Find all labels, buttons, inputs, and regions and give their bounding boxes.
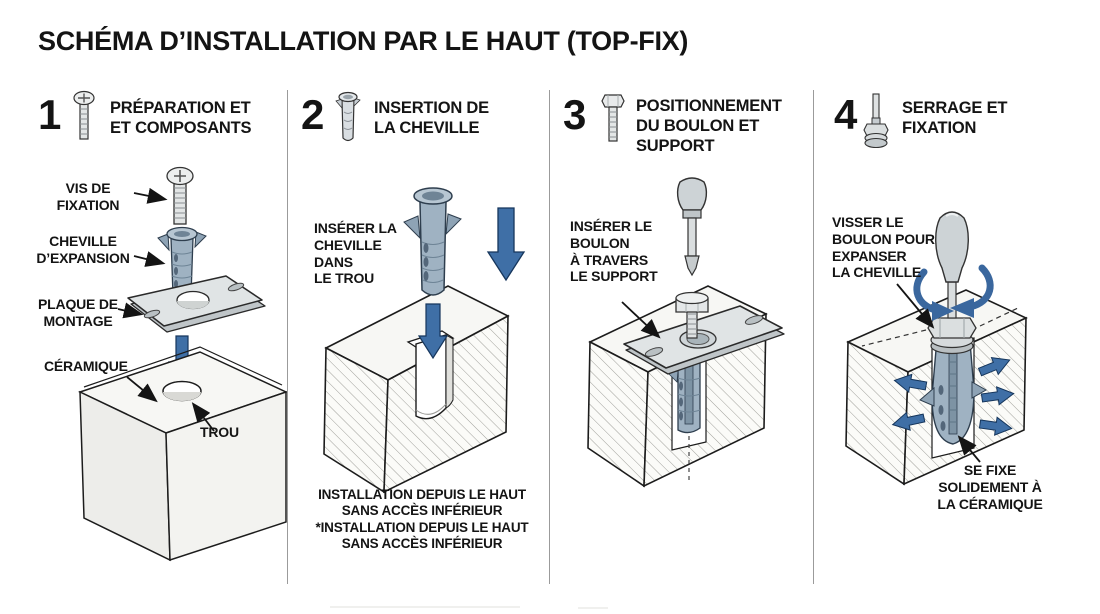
- anchor-icon: [335, 91, 361, 142]
- visser-label: VISSER LE BOULON POUR EXPANSER LA CHEVIL…: [832, 214, 935, 281]
- step-4-illustration: [845, 211, 1028, 486]
- expansion-anchor-illustration: [403, 187, 462, 296]
- step-2-panel: 2 INSERTION DE LA CHEVILLE INSÉRER LA CH…: [296, 90, 548, 590]
- fixe-leader-arrow: [957, 435, 981, 463]
- plaque-leader-arrow: [117, 302, 144, 319]
- cheville-leader-arrow: [133, 251, 166, 267]
- scan-artifact: [330, 606, 520, 608]
- expansion-anchor-illustration: [157, 226, 207, 301]
- ceramique-label: CÉRAMIQUE: [44, 358, 128, 374]
- mounting-plate-illustration: [623, 305, 785, 375]
- scan-artifact: [578, 607, 608, 609]
- expansion-arrows: [891, 357, 1015, 436]
- step-title: POSITIONNEMENT DU BOULON ET SUPPORT: [636, 97, 782, 156]
- bolt-illustration: [675, 291, 709, 339]
- fixing-screw-illustration: [166, 166, 194, 225]
- inserer-boulon-label: INSÉRER LE BOULON À TRAVERS LE SUPPORT: [570, 218, 658, 285]
- driver-nut-icon: [863, 93, 889, 149]
- footnote-2: *INSTALLATION DEPUIS LE HAUT SANS ACCÈS …: [315, 520, 529, 551]
- ceramique-leader-arrow: [126, 376, 158, 403]
- step-number: 4: [834, 91, 858, 138]
- nut-washer-illustration: [927, 317, 977, 355]
- step-3-illustration: [587, 177, 785, 488]
- fixe-label: SE FIXE SOLIDEMENT À LA CÉRAMIQUE: [937, 462, 1043, 512]
- plaque-label: PLAQUE DE MONTAGE: [38, 296, 118, 329]
- panel-divider: [813, 90, 814, 584]
- step-number: 3: [563, 91, 587, 138]
- push-down-arrow-large: [486, 207, 526, 282]
- bolt-icon: [601, 94, 625, 142]
- step-title: INSERTION DE LA CHEVILLE: [374, 99, 489, 138]
- step-number: 1: [38, 91, 62, 138]
- step-1-panel: 1 PRÉPARATION ET ET COMPOSANTS VIS DE FI…: [30, 90, 287, 590]
- vis-leader-arrow: [133, 187, 168, 204]
- boulon-leader-arrow: [621, 301, 661, 339]
- panel-divider: [287, 90, 288, 584]
- step-2-illustration: [323, 187, 526, 494]
- panel-divider: [549, 90, 550, 584]
- visser-leader-arrow: [896, 283, 935, 329]
- ceramic-block-illustration: [323, 285, 510, 494]
- trou-leader-arrow: [191, 402, 215, 432]
- step-title: PRÉPARATION ET ET COMPOSANTS: [110, 99, 252, 138]
- step-title: SERRAGE ET FIXATION: [902, 99, 1008, 138]
- screwdriver-illustration: [935, 211, 969, 319]
- step-1-illustration: [77, 166, 287, 562]
- trou-label: TROU: [200, 424, 239, 440]
- step-number: 2: [301, 91, 325, 138]
- step-3-panel: 3 POSITIONNEMENT DU BOULON ET SUPPORT IN…: [558, 90, 812, 590]
- anchor-in-hole-illustration: [667, 347, 707, 484]
- step-4-panel: 4 SERRAGE ET FIXATION VISSER LE BOULON P…: [822, 90, 1088, 590]
- expanded-anchor-illustration: [919, 337, 988, 459]
- push-down-arrow-small: [417, 303, 449, 360]
- cheville-label: CHEVILLE D’EXPANSION: [36, 233, 130, 266]
- screw-icon: [73, 90, 95, 140]
- vis-label: VIS DE FIXATION: [56, 180, 120, 213]
- footnote-1: INSTALLATION DEPUIS LE HAUT SANS ACCÈS I…: [318, 487, 526, 518]
- page-title: SCHÉMA D’INSTALLATION PAR LE HAUT (TOP-F…: [38, 26, 689, 56]
- ceramic-slab-illustration: [77, 346, 287, 562]
- inserer-cheville-label: INSÉRER LA CHEVILLE DANS LE TROU: [314, 220, 397, 287]
- mounting-plate-illustration: [127, 275, 266, 333]
- screwdriver-illustration: [676, 177, 708, 277]
